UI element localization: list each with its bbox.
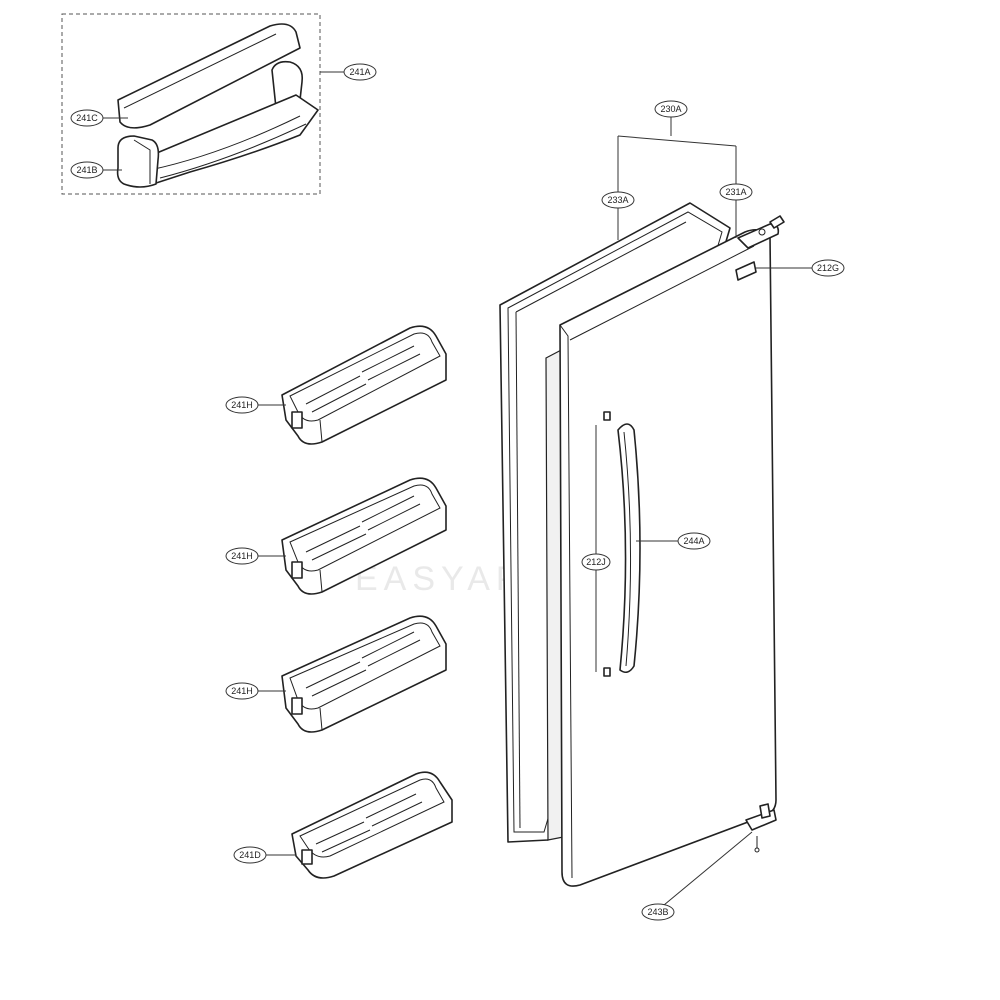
door-handle-244A [603, 411, 641, 677]
callout-241H-2-text: 241H [231, 551, 253, 561]
callout-241D-text: 241D [239, 850, 261, 860]
callout-212J: 212J [581, 553, 611, 571]
callout-241H-3: 241H [225, 682, 259, 700]
door-badge-212G [735, 261, 757, 281]
callout-231A-text: 231A [725, 187, 746, 197]
door-bin-241H-2 [281, 477, 447, 595]
callout-241H-3-text: 241H [231, 686, 253, 696]
callout-230A-text: 230A [660, 104, 681, 114]
callout-244A-text: 244A [683, 536, 704, 546]
callout-241H-2: 241H [225, 547, 259, 565]
inset-bin-tray [139, 94, 319, 186]
door-bin-241H-3 [281, 615, 447, 733]
callout-241B: 241B [70, 161, 104, 179]
handle-screw-top [603, 411, 611, 421]
inset-dashed-frame [61, 13, 321, 195]
callout-241A-text: 241A [349, 67, 370, 77]
door-outer-231A [559, 215, 785, 887]
leader-lines [102, 71, 814, 906]
callout-233A-text: 233A [607, 195, 628, 205]
callout-241C: 241C [70, 109, 104, 127]
callout-241B-text: 241B [76, 165, 97, 175]
inset-bin-left-cap [116, 135, 160, 188]
bottom-hinge-243B [745, 803, 777, 853]
door-bin-241D [291, 771, 453, 879]
callout-244A: 244A [677, 532, 711, 550]
callout-241D: 241D [233, 846, 267, 864]
callout-241H-1-text: 241H [231, 400, 253, 410]
callout-241C-text: 241C [76, 113, 98, 123]
callout-212J-text: 212J [586, 557, 606, 567]
callout-241H-1: 241H [225, 396, 259, 414]
callout-243B: 243B [641, 903, 675, 921]
callout-231A: 231A [719, 183, 753, 201]
door-bin-241H-1 [281, 325, 447, 445]
bin-2-body [281, 477, 447, 595]
callout-243B-text: 243B [647, 907, 668, 917]
handle-bar [617, 423, 641, 674]
callout-230A: 230A [654, 100, 688, 118]
inset-bin-back-wall [117, 23, 301, 129]
inset-detail-241A [61, 13, 321, 195]
callout-212G: 212G [811, 259, 845, 277]
callout-241A: 241A [343, 63, 377, 81]
callout-212G-text: 212G [817, 263, 839, 273]
bin-4-body [291, 771, 453, 879]
callout-233A: 233A [601, 191, 635, 209]
bin-3-body [281, 615, 447, 733]
handle-screw-bottom [603, 667, 611, 677]
